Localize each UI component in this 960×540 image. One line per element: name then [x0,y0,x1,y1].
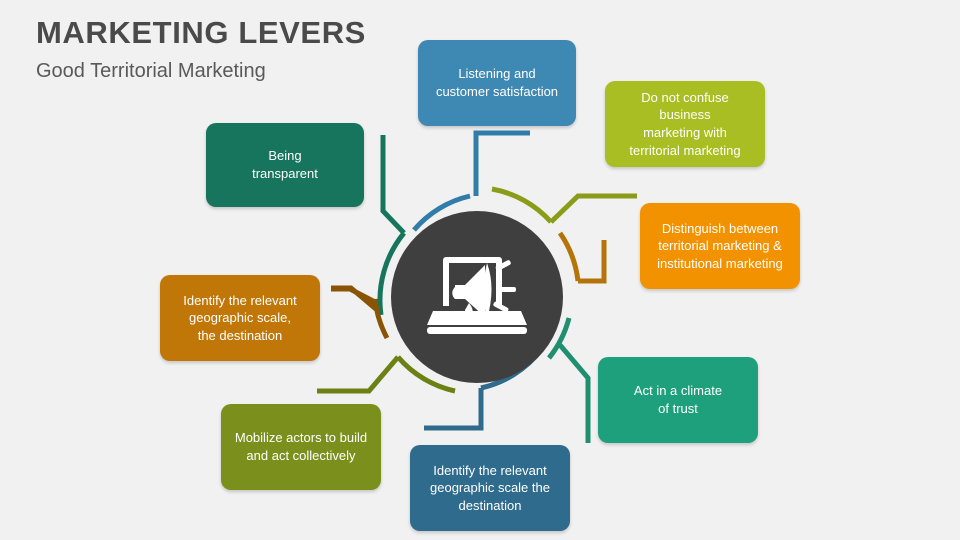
connector-identify-left-elbow [331,285,379,312]
connector-act-in-climate-line [558,343,591,443]
laptop-megaphone-icon [427,257,527,334]
node-distinguish-territorial-vs-institutional[interactable]: Distinguish between territorial marketin… [640,203,800,289]
node-identify-geographic-scale-destination-left[interactable]: Identify the relevant geographic scale, … [160,275,320,361]
node-label: Act in a climate of trust [633,383,723,416]
connector-listening-arc [412,193,471,232]
node-being-transparent[interactable]: Being transparent [206,123,364,207]
node-mobilize-actors-to-build[interactable]: Mobilize actors to build and act collect… [221,404,381,490]
connector-distinguish-line [578,240,607,284]
node-label: Listening and customer satisfaction [435,66,559,99]
node-act-in-a-climate-of-trust[interactable]: Act in a climate of trust [598,357,758,443]
connector-being-transparent-line [380,135,406,235]
center-hub [391,211,563,383]
page-title: MARKETING LEVERS [36,15,366,50]
connector-listening-line [473,130,530,196]
node-label: Being transparent [252,148,318,181]
node-label: Do not confuse business marketing with t… [629,89,741,158]
node-label: Distinguish between territorial marketin… [657,220,783,271]
connector-act-in-climate-arc [547,317,572,360]
connector-do-not-confuse-arc [491,186,553,224]
node-identify-geographic-scale-destination-bottom[interactable]: Identify the relevant geographic scale t… [410,445,570,531]
node-label: Mobilize actors to build and act collect… [234,430,368,463]
page-subtitle: Good Territorial Marketing [36,60,266,83]
connector-distinguish-arc [557,231,581,282]
node-do-not-confuse-business-marketing[interactable]: Do not confuse business marketing with t… [605,81,765,167]
connector-mobilize-arc [396,355,456,394]
node-label: Identify the relevant geographic scale, … [183,292,297,343]
node-listening-and-customer-satisfaction[interactable]: Listening and customer satisfaction [418,40,576,126]
connector-being-transparent-arc [377,231,406,316]
connector-mobilize-line [317,355,400,394]
connector-do-not-confuse-line [549,193,637,224]
node-label: Identify the relevant geographic scale t… [430,462,550,513]
connector-identify-bottom-line [424,388,484,431]
header: MARKETING LEVERS Good Territorial Market… [36,14,556,83]
